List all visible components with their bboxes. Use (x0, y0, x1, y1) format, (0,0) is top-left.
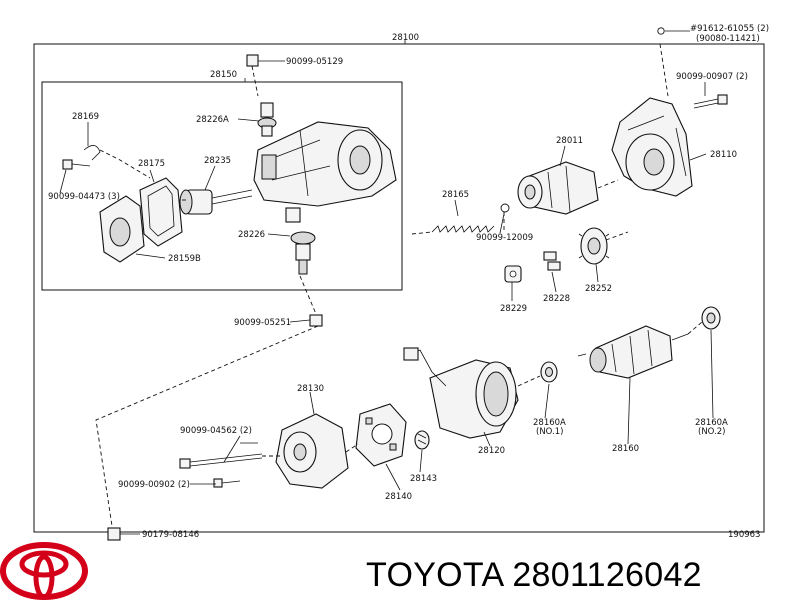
armature-28160 (577, 325, 689, 379)
label-28160A-no1: 28160A (533, 418, 566, 428)
figure-code: 190963 (728, 530, 760, 540)
washer-icon (657, 27, 665, 35)
label-90099-00907: 90099-00907 (2) (676, 72, 748, 82)
label-90099-04562: 90099-04562 (2) (180, 426, 252, 436)
screw-90099-00902 (213, 478, 241, 488)
brush-holder-28140 (355, 403, 407, 467)
label-28226A: 28226A (196, 115, 229, 125)
label-28143: 28143 (410, 474, 437, 484)
nut-90099-05251 (309, 314, 323, 327)
field-frame-housing (253, 121, 397, 207)
header-note-line-2: (90080-11421) (696, 34, 760, 44)
brand-part-number: TOYOTA 2801126042 (366, 556, 702, 594)
gear-28252 (578, 227, 610, 265)
label-28011: 28011 (556, 136, 583, 146)
label-28160A-no2-note: (NO.2) (698, 427, 725, 437)
label-90099-05251: 90099-05251 (234, 318, 291, 328)
gasket-28175 (139, 177, 183, 247)
spring-28165 (431, 225, 495, 233)
toyota-logo-icon (0, 542, 88, 600)
label-90099-04473: 90099-04473 (3) (48, 192, 120, 202)
retainer-28228 (543, 251, 561, 271)
clip-28169 (83, 145, 101, 161)
solenoid-terminal-28226A (257, 102, 277, 137)
label-28110: 28110 (710, 150, 737, 160)
leader-lines (59, 60, 714, 535)
label-28120: 28120 (478, 446, 505, 456)
bearing-28160A-no2 (701, 306, 721, 330)
label-90099-05129: 90099-05129 (286, 57, 343, 67)
label-28226: 28226 (238, 230, 265, 240)
bearing-28160A-no1 (540, 361, 558, 383)
label-28165: 28165 (442, 190, 469, 200)
label-28160A-no1-note: (NO.1) (536, 427, 563, 437)
through-bolt-90099-04562 (179, 453, 263, 469)
label-28160A-no2: 28160A (695, 418, 728, 428)
terminal-28226 (285, 207, 316, 275)
plunger-28235 (179, 189, 253, 215)
label-28229: 28229 (500, 304, 527, 314)
label-28169: 28169 (72, 112, 99, 122)
label-90099-12009: 90099-12009 (476, 233, 533, 243)
label-28159B: 28159B (168, 254, 201, 264)
sub-assembly-frame (41, 81, 403, 291)
cover-28159B (99, 195, 145, 263)
label-28130: 28130 (297, 384, 324, 394)
end-frame-28130 (275, 413, 349, 489)
assembly-frame (33, 43, 765, 533)
clutch-28011 (517, 161, 599, 215)
label-28140: 28140 (385, 492, 412, 502)
header-note-line-1: #91612-61055 (2) (690, 24, 769, 34)
brush-spring-28143 (414, 430, 430, 450)
label-90099-00902: 90099-00902 (2) (118, 480, 190, 490)
label-28228: 28228 (543, 294, 570, 304)
label-28175: 28175 (138, 159, 165, 169)
nut-90179-08146 (107, 527, 121, 541)
bolt-90099-04473 (62, 159, 91, 170)
label-28150: 28150 (210, 70, 237, 80)
bolt-90099-00907 (693, 94, 728, 109)
label-90179-08146: 90179-08146 (142, 530, 199, 540)
label-28160: 28160 (612, 444, 639, 454)
retainer-28229 (504, 265, 522, 283)
label-28235: 28235 (204, 156, 231, 166)
steel-ball-90099-12009 (500, 203, 510, 213)
nut-90099-05129 (246, 54, 259, 67)
drive-housing-28110 (611, 97, 693, 197)
label-28100: 28100 (392, 33, 419, 43)
yoke-28120 (403, 347, 519, 439)
label-28252: 28252 (585, 284, 612, 294)
